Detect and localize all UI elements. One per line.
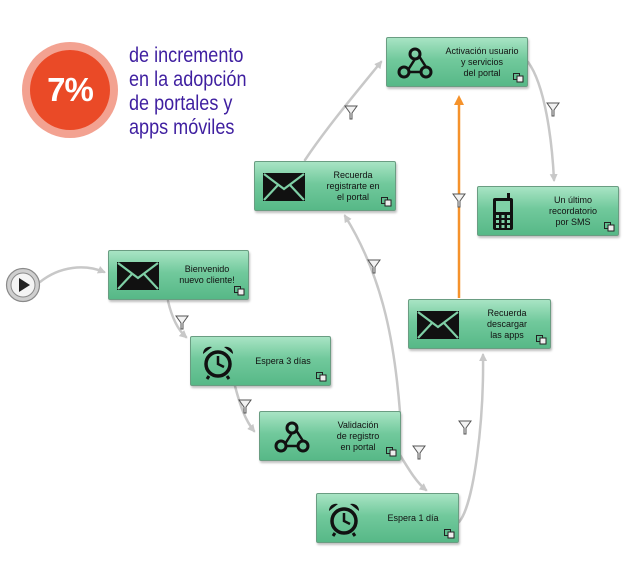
node-sms-reminder[interactable]: Un último recordatorio por SMS — [477, 186, 619, 236]
link-icon[interactable] — [513, 73, 524, 83]
node-register-reminder-email[interactable]: Recuerda registrarte en el portal — [254, 161, 396, 211]
node-label: Recuerda registrarte en el portal — [326, 170, 380, 202]
connector-wait1-remind-apps — [457, 353, 488, 524]
connector-welcome-wait3 — [166, 299, 188, 339]
connector-wait3-validation — [233, 384, 256, 433]
node-label: Activación usuario y servicios del porta… — [445, 46, 519, 78]
envelope-icon — [417, 311, 459, 339]
filter-funnel-icon[interactable] — [546, 101, 560, 117]
connector-activation-sms — [526, 60, 558, 182]
alarm-clock-icon — [328, 503, 360, 537]
link-icon[interactable] — [234, 286, 245, 296]
link-icon[interactable] — [444, 529, 455, 539]
node-registration-validation[interactable]: Validación de registro en portal — [259, 411, 401, 461]
mobile-phone-icon — [493, 193, 513, 230]
stat-headline: de incremento en la adopción de portales… — [129, 44, 258, 140]
filter-funnel-icon[interactable] — [344, 104, 358, 120]
node-apps-reminder-email[interactable]: Recuerda descargar las apps — [408, 299, 551, 349]
link-icon[interactable] — [386, 447, 397, 457]
link-icon[interactable] — [316, 372, 327, 382]
node-label: Recuerda descargar las apps — [486, 308, 528, 340]
node-label: Espera 3 días — [255, 356, 311, 366]
stat-badge: 7% — [22, 42, 118, 138]
node-wait-3-days[interactable]: Espera 3 días — [190, 336, 331, 386]
filter-funnel-icon[interactable] — [238, 398, 252, 414]
node-user-activation[interactable]: Activación usuario y servicios del porta… — [386, 37, 528, 87]
alarm-clock-icon — [202, 346, 234, 380]
stat-line: en la adopción — [129, 68, 247, 91]
envelope-icon — [263, 173, 305, 201]
stat-line: de portales y — [129, 92, 233, 115]
envelope-icon — [117, 262, 159, 290]
filter-funnel-icon[interactable] — [367, 258, 381, 274]
filter-funnel-icon[interactable] — [452, 192, 466, 208]
filter-funnel-icon[interactable] — [458, 419, 472, 435]
node-label: Un último recordatorio por SMS — [548, 195, 598, 227]
node-label: Bienvenido nuevo cliente! — [179, 264, 235, 285]
connector-validation-remind-register — [343, 214, 402, 414]
connector-remind-register-activation — [303, 60, 383, 162]
connector-start-welcome — [38, 265, 106, 284]
stat-line: apps móviles — [129, 116, 235, 139]
filter-funnel-icon[interactable] — [175, 314, 189, 330]
link-icon[interactable] — [381, 197, 392, 207]
node-label: Validación de registro en portal — [336, 420, 380, 452]
webhook-icon — [397, 47, 433, 79]
node-wait-1-day[interactable]: Espera 1 día — [316, 493, 459, 543]
link-icon[interactable] — [604, 222, 615, 232]
webhook-icon — [274, 421, 310, 453]
filter-funnel-icon[interactable] — [412, 444, 426, 460]
connector-validation-wait1 — [398, 453, 428, 492]
stat-value: 7% — [30, 50, 110, 130]
link-icon[interactable] — [536, 335, 547, 345]
start-play-icon[interactable] — [5, 267, 41, 303]
stat-line: de incremento — [129, 44, 244, 67]
node-welcome-email[interactable]: Bienvenido nuevo cliente! — [108, 250, 249, 300]
node-label: Espera 1 día — [387, 513, 439, 523]
